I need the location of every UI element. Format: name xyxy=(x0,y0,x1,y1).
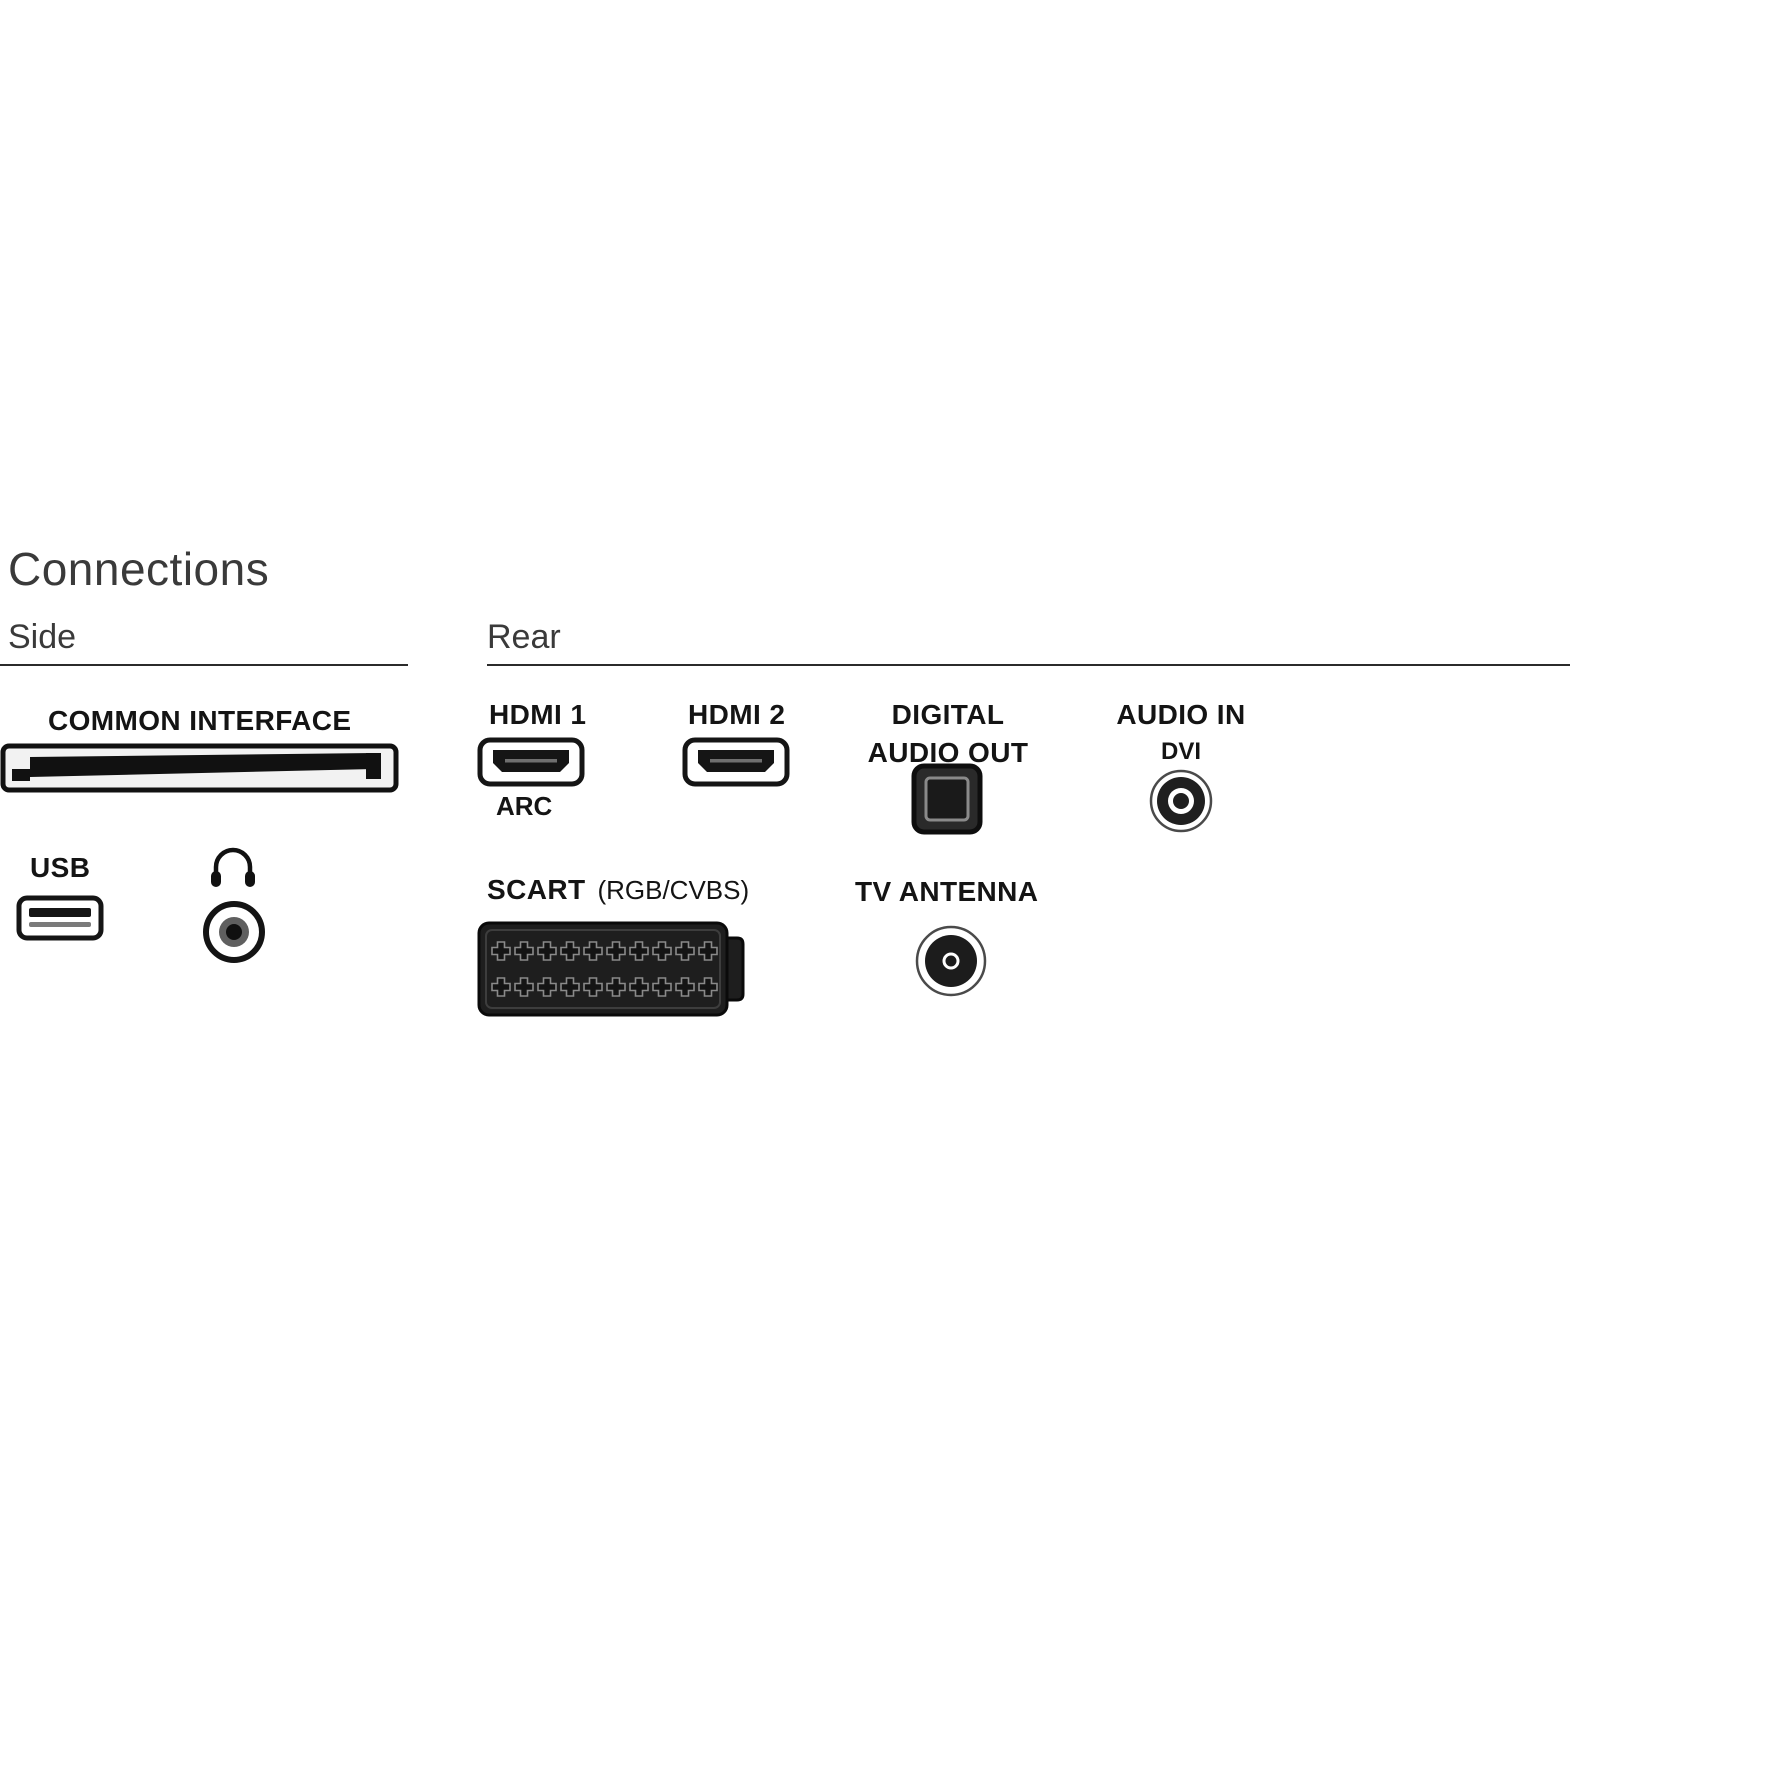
common-interface-label: COMMON INTERFACE xyxy=(48,705,352,736)
hdmi2-label: HDMI 2 xyxy=(688,699,786,730)
rca-jack-icon xyxy=(1149,769,1213,833)
scart-port xyxy=(477,920,747,1018)
scart-label-row: SCART (RGB/CVBS) xyxy=(487,874,749,906)
headphone-jack-port xyxy=(202,900,266,964)
digital-audio-out-label-line2: AUDIO OUT xyxy=(867,737,1029,769)
coax-antenna-icon xyxy=(915,925,987,997)
page-title: Connections xyxy=(8,543,270,595)
audio-in-label-block: AUDIO IN DVI xyxy=(1105,699,1257,764)
scart-sublabel: (RGB/CVBS) xyxy=(597,875,750,905)
side-section-rule xyxy=(0,664,408,666)
headphone-icon xyxy=(206,843,260,891)
hdmi1-label: HDMI 1 xyxy=(489,699,587,730)
hdmi-port-icon xyxy=(477,737,585,787)
rear-section-heading: Rear xyxy=(487,618,561,656)
headphone-jack-icon xyxy=(203,901,265,963)
usb-port xyxy=(16,895,104,941)
common-interface-port xyxy=(0,742,400,794)
toslink-port-icon xyxy=(911,763,983,835)
tv-antenna-port xyxy=(914,924,988,998)
audio-in-dvi-port xyxy=(1148,768,1214,834)
rear-section-rule xyxy=(487,664,1570,666)
audio-in-dvi-label: DVI xyxy=(1160,738,1201,766)
common-interface-slot-icon xyxy=(0,743,399,793)
audio-in-label: AUDIO IN xyxy=(1116,699,1246,730)
hdmi-port-icon xyxy=(682,737,790,787)
scart-label: SCART xyxy=(487,874,586,905)
digital-audio-out-label-block: DIGITAL AUDIO OUT xyxy=(852,699,1044,769)
optical-audio-out-port xyxy=(911,763,983,835)
scart-port-icon xyxy=(477,921,745,1017)
tv-antenna-label: TV ANTENNA xyxy=(855,876,1039,907)
side-section-heading: Side xyxy=(8,618,77,656)
hdmi-1-port xyxy=(477,737,585,787)
hdmi1-arc-label: ARC xyxy=(496,791,553,821)
usb-label: USB xyxy=(30,852,91,883)
hdmi-2-port xyxy=(682,737,790,787)
digital-audio-out-label-line1: DIGITAL xyxy=(891,699,1005,730)
usb-port-icon xyxy=(16,895,104,941)
